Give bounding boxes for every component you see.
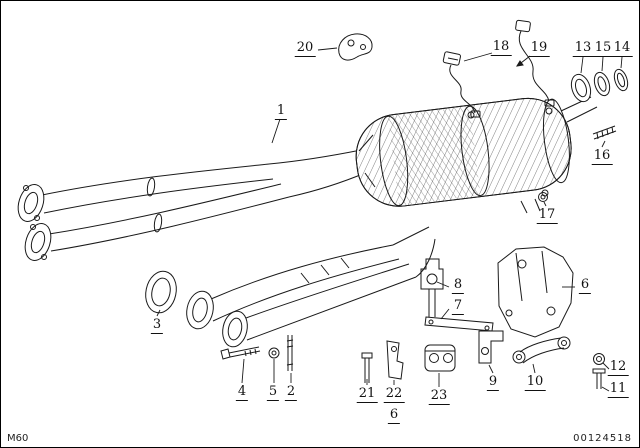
callout-11[interactable]: 11 (607, 381, 629, 398)
callout-19[interactable]: 19 (528, 40, 550, 57)
oxygen-sensor-18 (442, 51, 481, 118)
bolt-4-washer-5-stud-2 (220, 335, 294, 371)
rear-gasket-rings (570, 68, 629, 103)
callout-9[interactable]: 9 (486, 374, 500, 391)
callout-14[interactable]: 14 (611, 40, 633, 57)
nut-17 (538, 192, 548, 202)
callout-10[interactable]: 10 (524, 374, 546, 391)
callout-7[interactable]: 7 (451, 298, 465, 315)
callout-21[interactable]: 21 (356, 386, 378, 403)
front-pipes-upper (17, 149, 366, 261)
callout-8[interactable]: 8 (451, 277, 465, 294)
callout-5[interactable]: 5 (266, 384, 280, 401)
callout-6-heat-shield[interactable]: 6 (578, 277, 592, 294)
callout-15[interactable]: 15 (592, 40, 614, 57)
bolt-21-bracket-22-mount-23 (361, 340, 456, 383)
callout-6-bracket[interactable]: 6 (387, 407, 401, 424)
callout-3[interactable]: 3 (150, 317, 164, 334)
model-code: M60 (7, 433, 29, 444)
callout-12[interactable]: 12 (607, 359, 629, 376)
callout-4[interactable]: 4 (235, 384, 249, 401)
drawing-number: 00124518 (573, 433, 632, 444)
washer-12-bolt-11 (592, 353, 606, 389)
catalytic-converter-body (355, 96, 598, 214)
bracket-20 (317, 33, 373, 61)
callout-20[interactable]: 20 (294, 40, 316, 57)
callout-23[interactable]: 23 (428, 388, 450, 405)
callout-2[interactable]: 2 (284, 384, 298, 401)
support-bracket-9 (478, 330, 504, 364)
callout-13[interactable]: 13 (572, 40, 594, 57)
callout-22[interactable]: 22 (383, 386, 405, 403)
support-arm-10 (512, 336, 571, 364)
callout-16[interactable]: 16 (591, 148, 613, 165)
heat-shield-6 (497, 246, 574, 338)
oxygen-sensor-19 (515, 19, 555, 107)
bracket-8-bar-7 (420, 258, 494, 332)
callout-17[interactable]: 17 (536, 207, 558, 224)
leader-lines (156, 52, 623, 392)
front-pipes-lower (145, 226, 436, 348)
callout-1[interactable]: 1 (274, 103, 288, 120)
stud-16 (592, 125, 617, 140)
callout-18[interactable]: 18 (490, 39, 512, 56)
